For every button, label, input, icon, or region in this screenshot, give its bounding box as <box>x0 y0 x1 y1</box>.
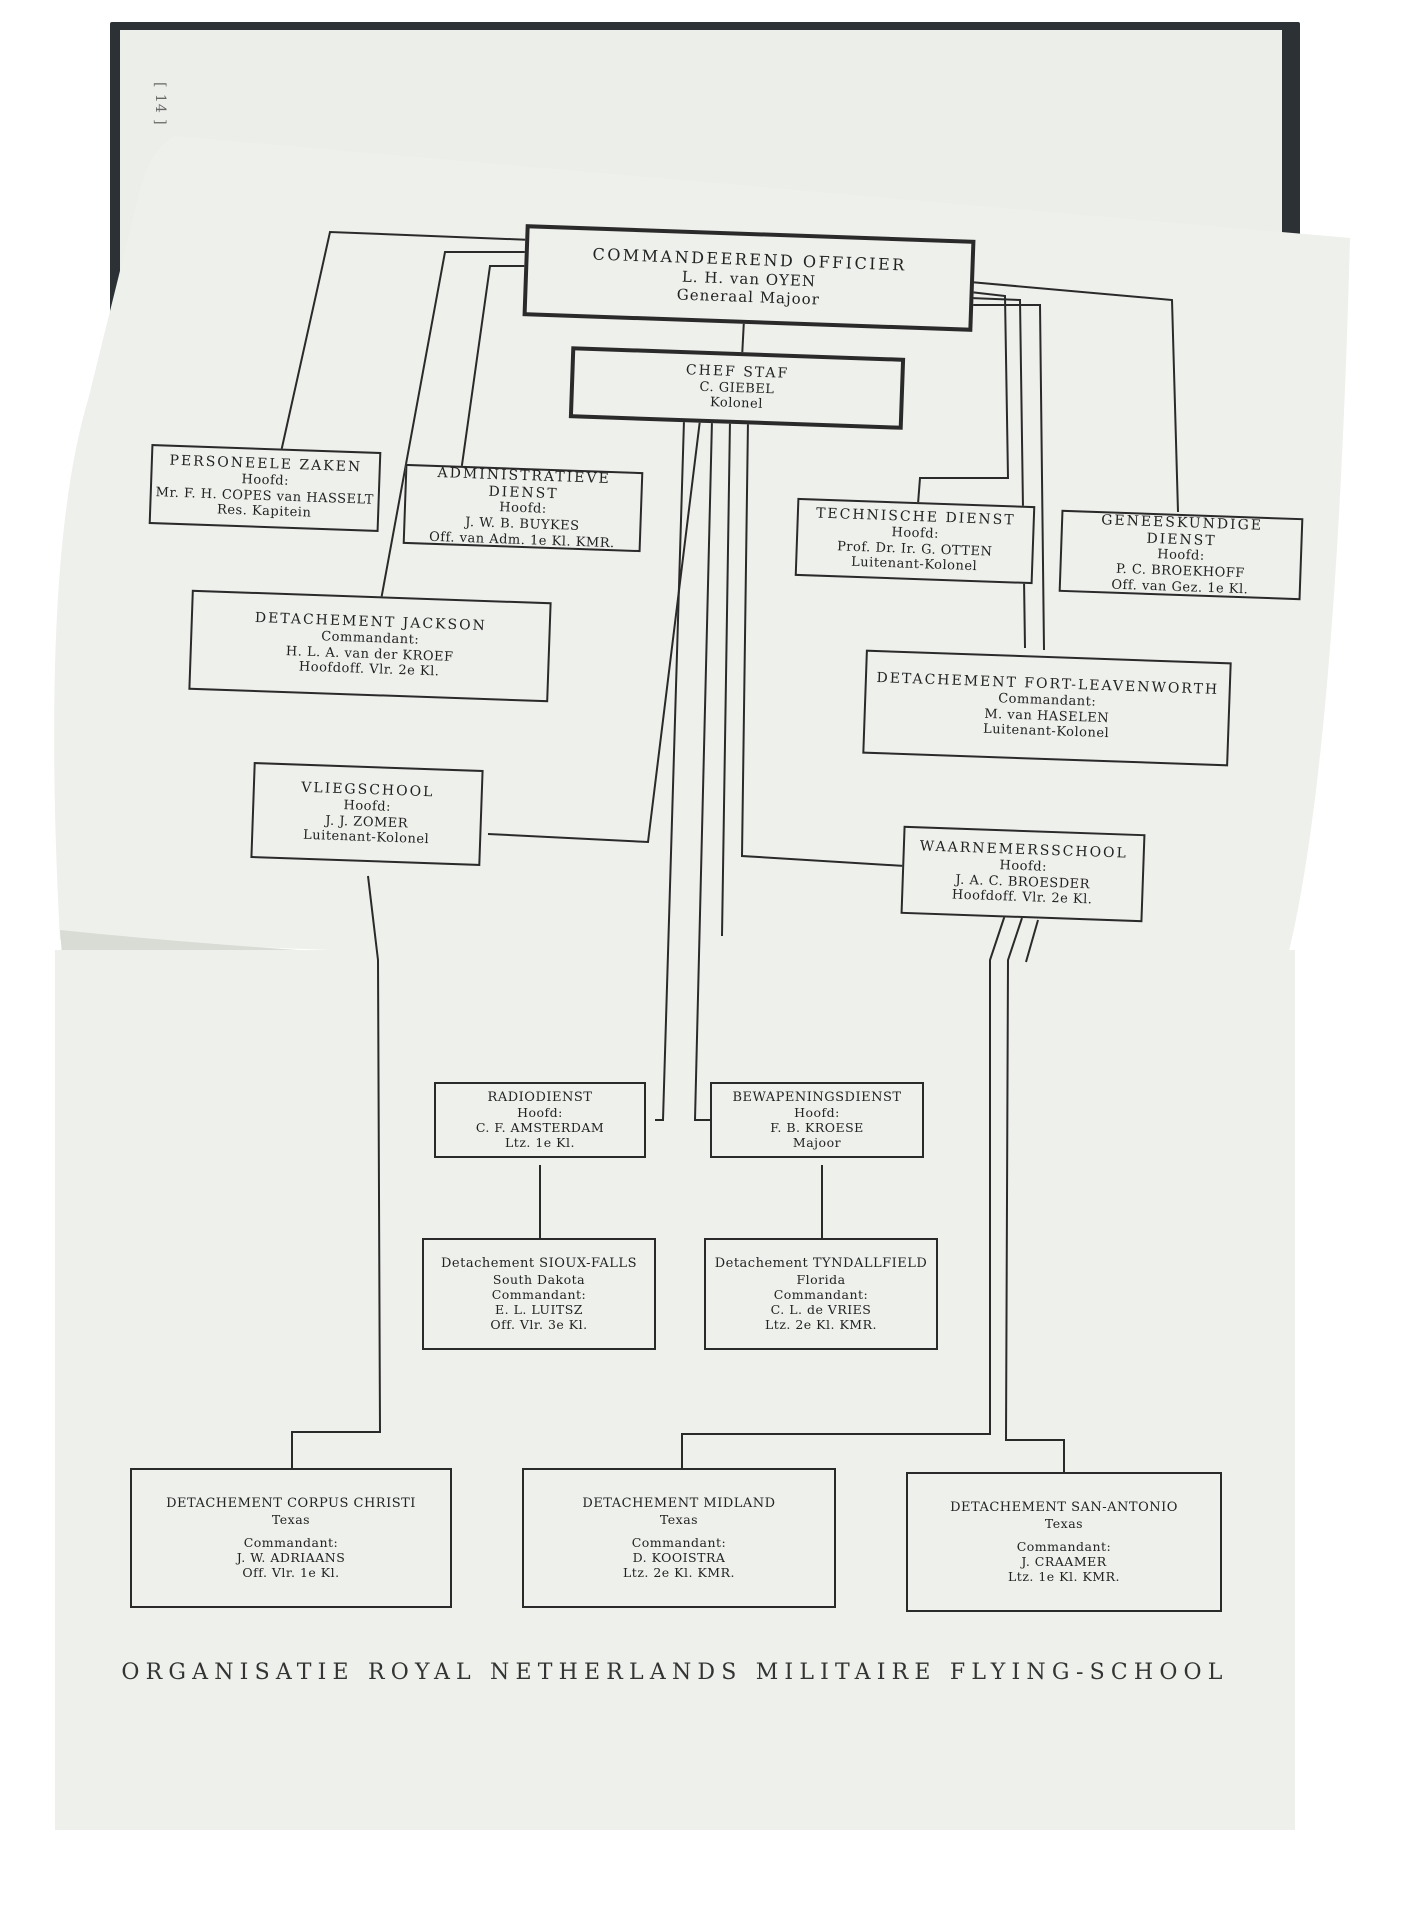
node-spacer <box>132 1527 450 1535</box>
node-line: Majoor <box>792 1135 842 1151</box>
edge-waarn-sanantonio <box>1004 917 1065 1474</box>
node-title: BEWAPENINGSDIENST <box>732 1089 902 1105</box>
node-detachement-tyndallfield: Detachement TYNDALLFIELD Florida Command… <box>704 1238 938 1350</box>
node-line: South Dakota <box>492 1271 586 1287</box>
edge-cmd-admin2 <box>460 265 530 473</box>
node-waarnemersschool: WAARNEMERSSCHOOL Hoofd: J. A. C. BROESDE… <box>900 825 1146 923</box>
node-line: Ltz. 1e Kl. <box>505 1135 575 1151</box>
node-detachement-jackson: DETACHEMENT JACKSON Commandant: H. L. A.… <box>188 589 552 703</box>
node-title: DETACHEMENT SAN-ANTONIO <box>950 1500 1178 1516</box>
node-personeele-zaken: PERSONEELE ZAKEN Hoofd: Mr. F. H. COPES … <box>148 444 382 532</box>
node-title: DETACHEMENT MIDLAND <box>582 1496 776 1512</box>
node-line: Commandant: <box>1016 1538 1112 1554</box>
node-detachement-corpus-christi: DETACHEMENT CORPUS CHRISTI Texas Command… <box>130 1468 452 1608</box>
node-detachement-sioux-falls: Detachement SIOUX-FALLS South Dakota Com… <box>422 1238 656 1350</box>
node-geneeskundige-dienst: GENEESKUNDIGE DIENST Hoofd: P. C. BROEKH… <box>1058 509 1304 601</box>
node-line: Commandant: <box>773 1286 869 1302</box>
node-line: Off. Vlr. 3e Kl. <box>490 1316 588 1332</box>
node-chef-staf: CHEF STAF C. GIEBEL Kolonel <box>568 346 906 430</box>
node-bewapeningsdienst: BEWAPENINGSDIENST Hoofd: F. B. KROESE Ma… <box>710 1082 924 1158</box>
node-line: J. CRAAMER <box>1021 1553 1107 1569</box>
node-title: DETACHEMENT CORPUS CHRISTI <box>166 1496 416 1512</box>
node-line: E. L. LUITSZ <box>495 1301 583 1317</box>
node-line: Texas <box>659 1511 699 1527</box>
node-commandeerend-officier: COMMANDEEREND OFFICIER L. H. van OYEN Ge… <box>522 224 976 332</box>
node-line: F. B. KROESE <box>770 1120 864 1136</box>
node-detachement-fort-leavenworth: DETACHEMENT FORT-LEAVENWORTH Commandant:… <box>862 649 1232 767</box>
edge-cmd-technische <box>917 291 1010 505</box>
node-vliegschool: VLIEGSCHOOL Hoofd: J. J. ZOMER Luitenant… <box>250 762 484 866</box>
node-line: J. W. ADRIAANS <box>236 1549 346 1565</box>
node-line: Ltz. 2e Kl. KMR. <box>623 1564 735 1580</box>
node-line: Ltz. 2e Kl. KMR. <box>765 1316 877 1332</box>
edge-chef-radio <box>655 419 685 1121</box>
node-line: C. L. de VRIES <box>770 1301 872 1317</box>
edge-cmd-personeele <box>280 230 533 453</box>
node-line: Off. Vlr. 1e Kl. <box>242 1564 340 1580</box>
node-line: Ltz. 1e Kl. KMR. <box>1008 1568 1120 1584</box>
edge-cmd-admin <box>380 251 530 601</box>
node-line: Commandant: <box>631 1534 727 1550</box>
node-detachement-midland: DETACHEMENT MIDLAND Texas Commandant: D.… <box>522 1468 836 1608</box>
node-title: Detachement TYNDALLFIELD <box>714 1256 928 1272</box>
node-title: RADIODIENST <box>487 1089 593 1105</box>
node-radiodienst: RADIODIENST Hoofd: C. F. AMSTERDAM Ltz. … <box>434 1082 646 1158</box>
edge-chef-vliegschool <box>487 419 701 844</box>
lower-page <box>55 950 1295 1830</box>
edge-waarn-midland <box>681 914 1006 1472</box>
edge-chef-bewaping <box>693 419 713 1121</box>
node-line: Commandant: <box>491 1286 587 1302</box>
chart-footer-title: ORGANISATIE ROYAL NETHERLANDS MILITAIRE … <box>121 1660 1229 1685</box>
node-line: Texas <box>1044 1515 1084 1531</box>
node-administratieve-dienst: ADMINISTRATIEVE DIENST Hoofd: J. W. B. B… <box>402 463 644 553</box>
edge-chef-waarnemers <box>740 419 906 867</box>
edge-cmd-fortleaven <box>970 304 1045 651</box>
node-line: Commandant: <box>243 1534 339 1550</box>
node-title: Detachement SIOUX-FALLS <box>441 1256 637 1272</box>
node-line: Florida <box>796 1271 846 1287</box>
node-line: Texas <box>271 1511 311 1527</box>
node-line: Hoofd: <box>794 1105 840 1121</box>
node-line: Hoofd: <box>517 1105 563 1121</box>
node-technische-dienst: TECHNISCHE DIENST Hoofd: Prof. Dr. Ir. G… <box>794 497 1036 585</box>
node-detachement-san-antonio: DETACHEMENT SAN-ANTONIO Texas Commandant… <box>906 1472 1222 1612</box>
node-spacer <box>908 1531 1220 1539</box>
node-line: D. KOOISTRA <box>632 1549 726 1565</box>
edge-vlieg-corpus <box>291 875 382 1472</box>
node-line: C. F. AMSTERDAM <box>475 1120 605 1136</box>
edge-cmd-geneeskundig <box>969 281 1179 513</box>
node-spacer <box>524 1527 834 1535</box>
edge-waarn-3 <box>1025 919 1039 963</box>
edge-chef-line2 <box>721 419 731 937</box>
